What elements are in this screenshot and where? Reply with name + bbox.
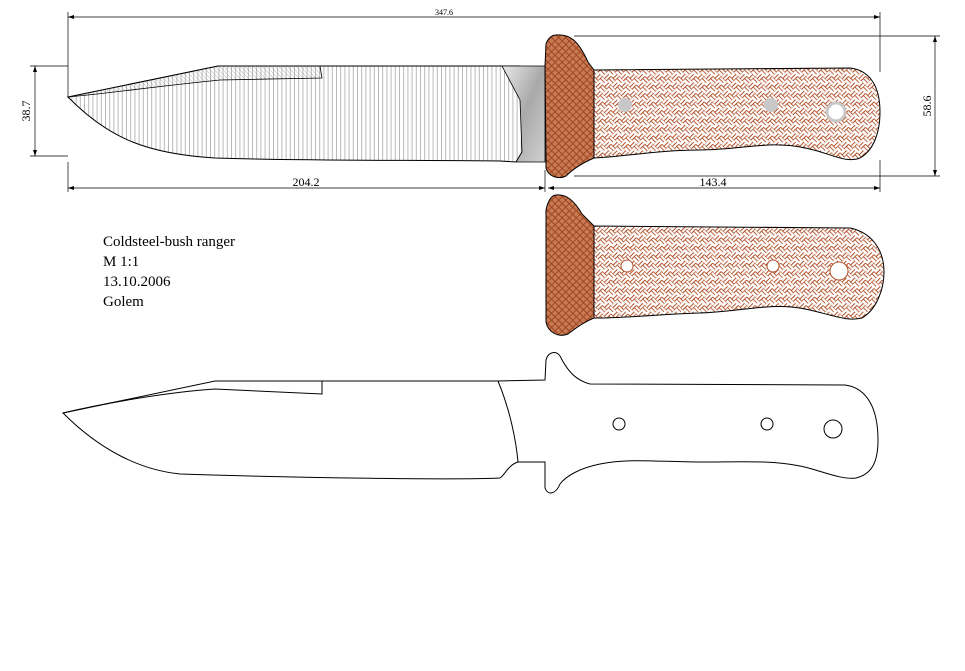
top-lanyard-hole <box>825 101 847 123</box>
dimension-arrows <box>33 15 937 190</box>
top-handle <box>593 67 881 161</box>
blade-height-label: 38.7 <box>19 101 33 122</box>
overall-length-label: 347.6 <box>435 8 453 17</box>
top-pin-2 <box>764 98 778 112</box>
middle-handle <box>593 225 885 320</box>
handle-height-label: 58.6 <box>920 96 934 117</box>
bottom-pin-1 <box>612 417 626 431</box>
middle-pin-2 <box>766 259 780 273</box>
knife-name: Coldsteel-bush ranger <box>103 234 236 250</box>
blade-length-label: 204.2 <box>293 175 320 189</box>
top-blade <box>67 65 523 163</box>
handle-length-label: 143.4 <box>700 175 727 189</box>
top-pin-1 <box>618 98 632 112</box>
middle-handle-view <box>545 194 885 336</box>
bottom-knife-outline <box>61 352 879 494</box>
bottom-lanyard-hole <box>823 419 843 439</box>
drawing-date: 13.10.2006 <box>103 274 171 290</box>
dimension-lines <box>30 12 940 192</box>
middle-pin-1 <box>620 259 634 273</box>
top-blade-swedge <box>67 65 323 98</box>
middle-lanyard-hole <box>829 261 849 281</box>
top-guard <box>544 34 595 179</box>
bottom-swedge-line <box>62 381 323 414</box>
bottom-pin-2 <box>760 417 774 431</box>
title-block: Coldsteel-bush ranger M 1:1 13.10.2006 G… <box>103 232 235 312</box>
drawing-scale: M 1:1 <box>103 254 140 270</box>
bottom-grind-line <box>497 380 519 463</box>
top-knife-view <box>67 34 881 179</box>
drawing-author: Golem <box>103 294 144 310</box>
bottom-outline-view <box>61 352 879 494</box>
middle-guard <box>545 194 595 336</box>
